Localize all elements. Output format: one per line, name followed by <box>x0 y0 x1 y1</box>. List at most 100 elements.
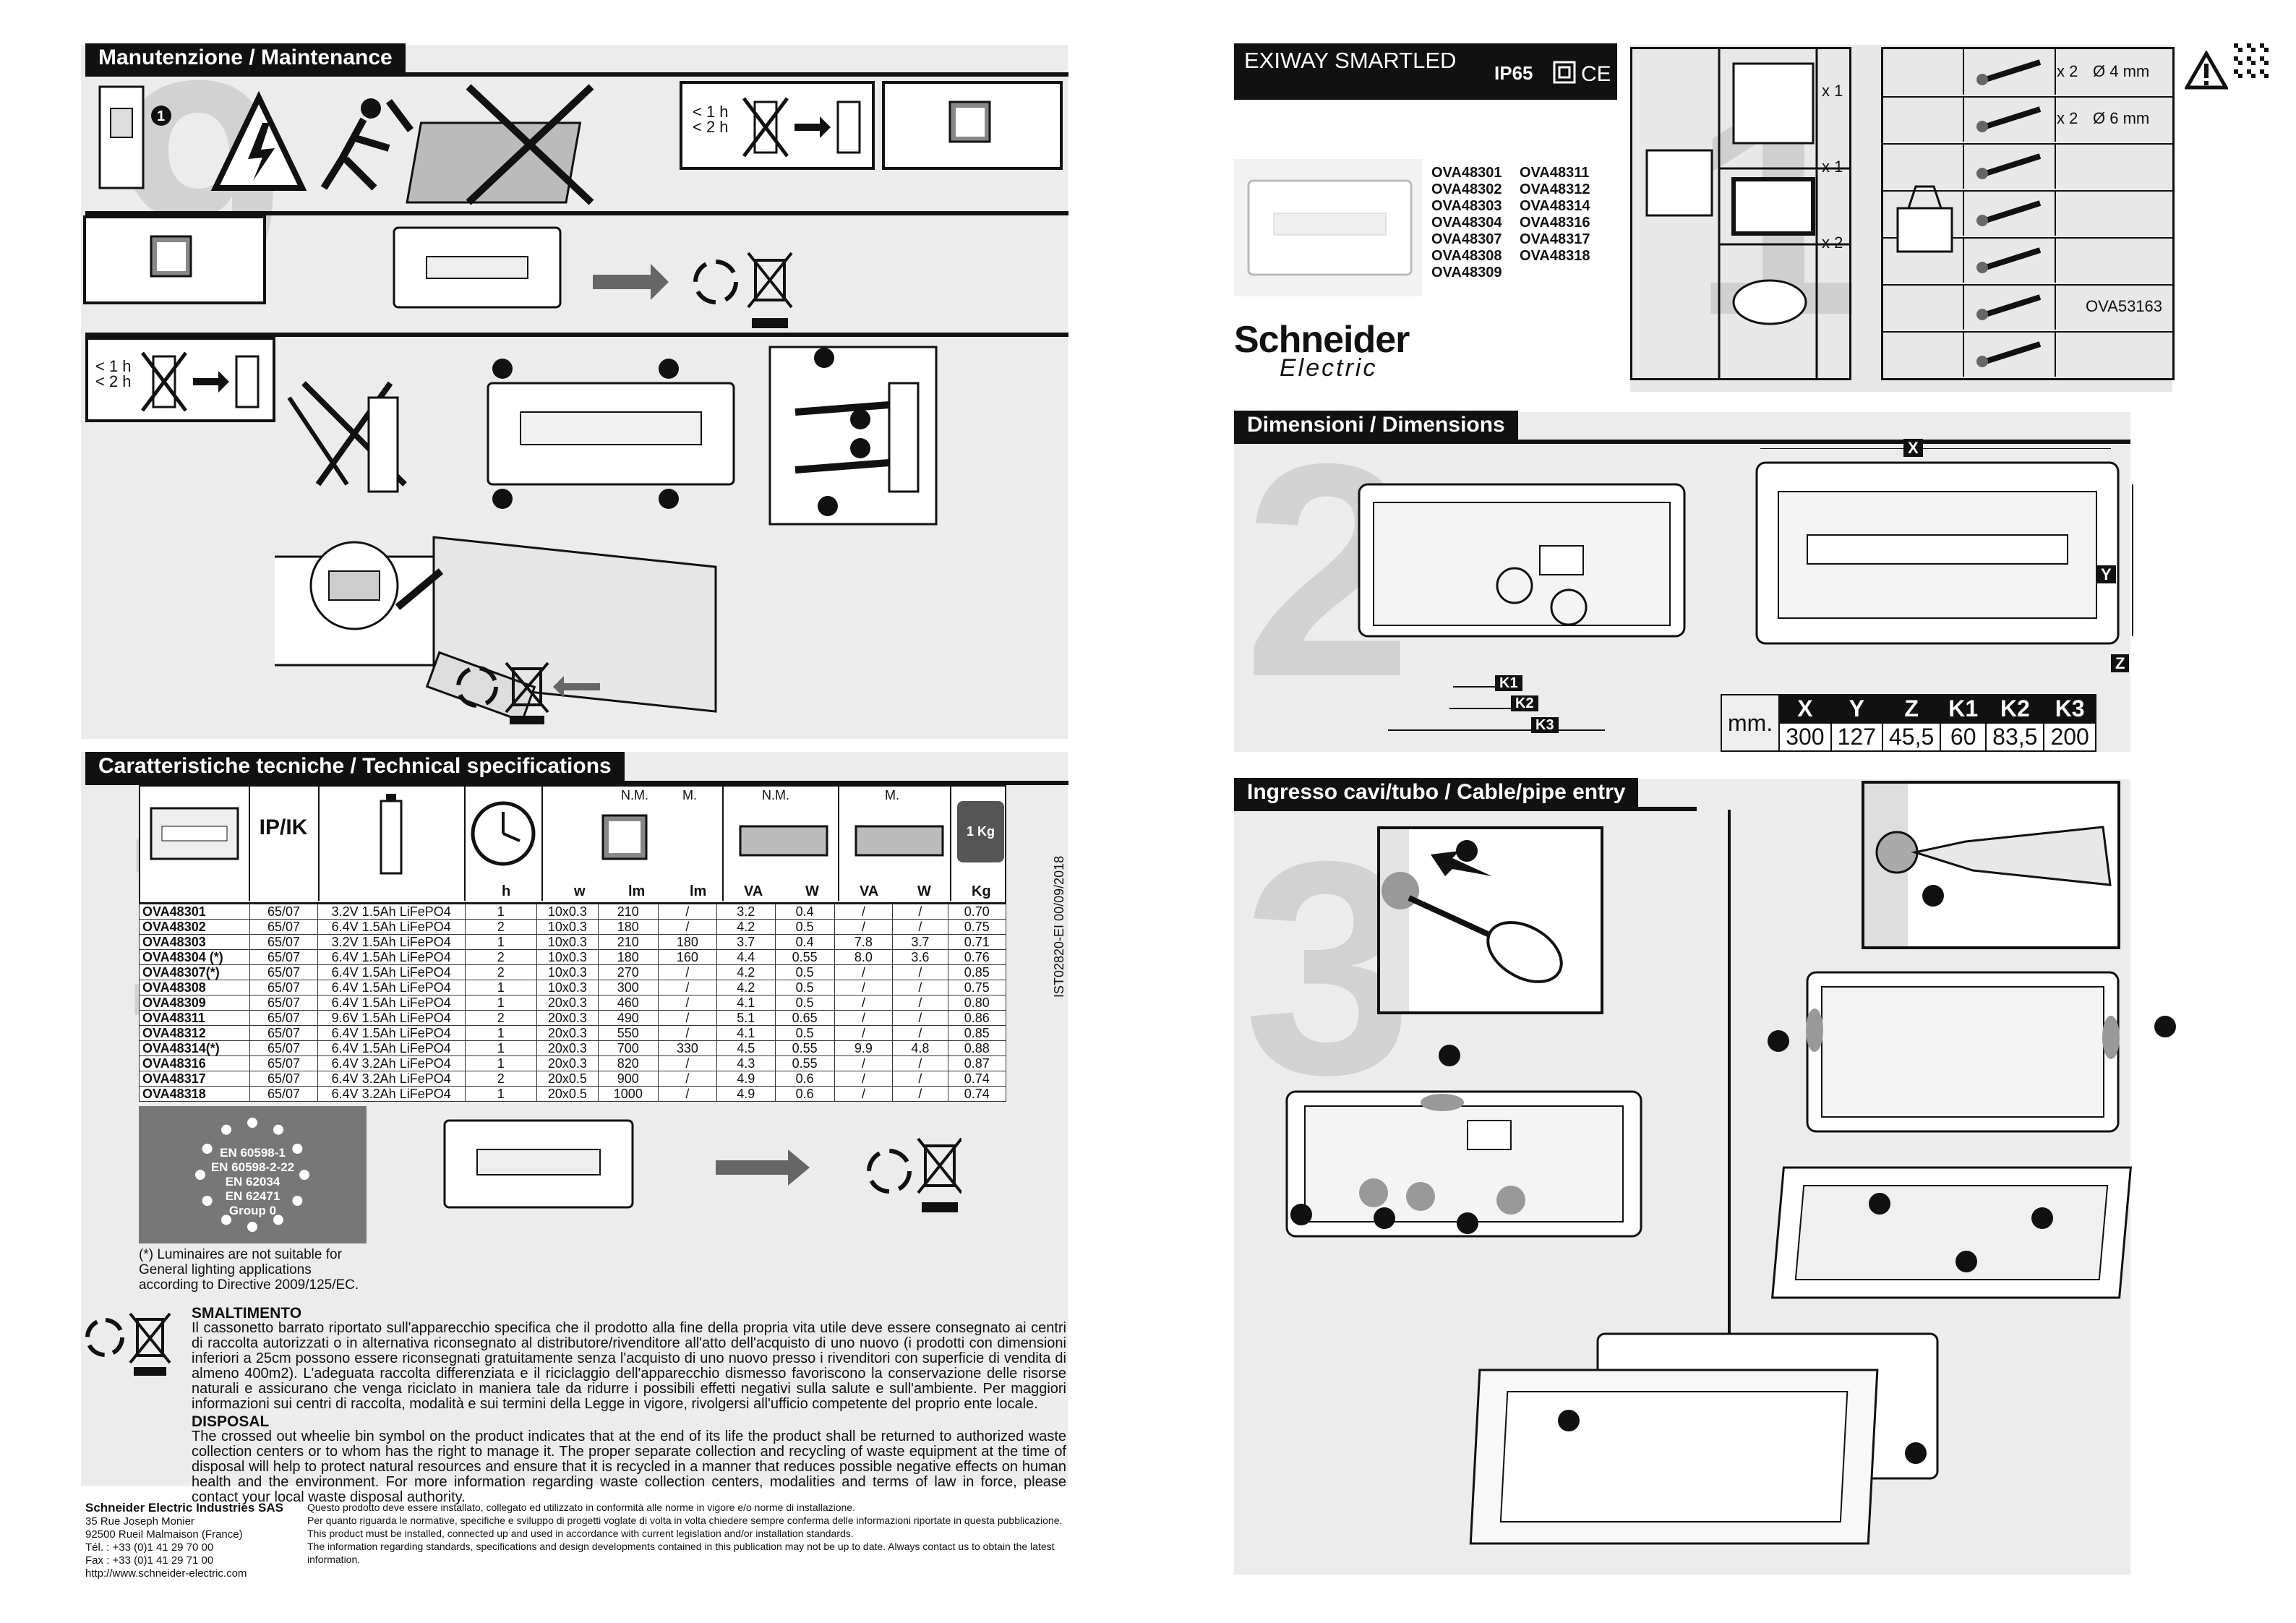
dim-head-k1: K1 <box>1940 694 1987 724</box>
spec-cell: 4.2 <box>716 919 776 935</box>
model-code-cell: OVA48309 <box>138 995 251 1011</box>
model-code-cell: OVA48301 <box>138 904 251 920</box>
footer-address-line[interactable]: http://www.schneider-electric.com <box>85 1567 247 1580</box>
spec-cell: / <box>892 919 948 935</box>
specs-rule <box>85 781 1068 785</box>
spec-cell: / <box>657 1071 718 1087</box>
spec-cell: 3.6 <box>892 949 948 965</box>
spec-cell: / <box>657 1055 718 1071</box>
product-code: OVA48304 <box>1431 215 1502 231</box>
spec-cell: 20x0.5 <box>536 1086 599 1102</box>
unit-h: h <box>502 883 511 899</box>
tool-icon <box>1963 143 2056 189</box>
battery-head-icon <box>318 787 466 901</box>
spec-cell: 2 <box>464 919 537 935</box>
brand-logo-name: Schneider <box>1234 319 1410 361</box>
spec-cell: 20x0.3 <box>536 1055 599 1071</box>
spec-cell: 0.75 <box>947 919 1007 935</box>
spec-cell: 820 <box>597 1055 659 1071</box>
spec-cell: 65/07 <box>249 995 318 1011</box>
spec-cell: 1 <box>464 1055 537 1071</box>
iprk-head: IP/IK <box>259 815 308 839</box>
spec-cell: 0.76 <box>947 949 1007 965</box>
test-button-box-2 <box>83 215 266 304</box>
spec-cell: / <box>657 1025 718 1041</box>
spec-cell: 8.0 <box>834 949 894 965</box>
spec-cell: 0.5 <box>774 964 835 980</box>
spec-cell: 2 <box>464 1071 537 1087</box>
model-code-cell: OVA48316 <box>138 1055 251 1071</box>
tool-icon <box>1963 237 2056 283</box>
spec-cell: 0.65 <box>774 1010 835 1026</box>
dim-x-marker: X <box>1903 439 1923 458</box>
spec-cell: 270 <box>597 964 659 980</box>
spec-cell: 9.9 <box>834 1040 894 1056</box>
dimensions-diagram <box>1358 448 2133 731</box>
dimensions-table: mm. X Y Z K1 K2 K3 300 127 45,5 60 83,5 … <box>1720 694 2096 752</box>
battery-time-box-2: < 1 h < 2 h <box>85 337 275 422</box>
entry-rule <box>1234 807 1697 811</box>
specs-table-wrapper: IP/IK N.M. M. N.M. M. 1 Kg h w lm lm VA … <box>138 785 1007 1102</box>
product-code: OVA48311 <box>1520 165 1590 181</box>
tool-row <box>1883 237 2172 286</box>
maintenance-rule-3 <box>85 333 1068 337</box>
spec-cell: 20x0.5 <box>536 1071 599 1087</box>
footer-legal: Questo prodotto deve essere installato, … <box>307 1501 1074 1566</box>
model-code-cell: OVA48304 (*) <box>138 949 251 965</box>
spec-cell: 65/07 <box>249 1040 318 1056</box>
led-head-icon: N.M. M. <box>545 787 724 901</box>
class2-ce-icon: CE <box>1553 61 1610 86</box>
spec-cell: 0.4 <box>774 904 835 920</box>
spec-cell: 0.5 <box>774 980 835 995</box>
disposal-it-text: Il cassonetto barrato riportato sull'app… <box>192 1320 1066 1412</box>
spec-cell: / <box>892 995 948 1011</box>
spec-cell: 0.6 <box>774 1071 835 1087</box>
product-code: OVA48318 <box>1520 248 1590 264</box>
spec-cell: 330 <box>657 1040 718 1056</box>
spec-cell: 0.5 <box>774 995 835 1011</box>
spec-cell: / <box>834 1025 894 1041</box>
recycle-bin-icons <box>456 661 600 724</box>
spec-cell: 6.4V 1.5Ah LiFePO4 <box>317 995 466 1011</box>
unit-w-nm: W <box>805 883 819 899</box>
spec-cell: 65/07 <box>249 1025 318 1041</box>
spec-cell: 10x0.3 <box>536 904 599 920</box>
breaker-icon: 1 <box>98 85 171 189</box>
spec-cell: / <box>892 964 948 980</box>
model-code-cell: OVA48311 <box>138 1010 251 1026</box>
footer-address-line: Tél. : +33 (0)1 41 29 70 00 <box>85 1541 214 1554</box>
spec-cell: 700 <box>597 1040 659 1056</box>
spec-cell: 6.4V 1.5Ah LiFePO4 <box>317 919 466 935</box>
front-view-diagram <box>1755 448 2133 645</box>
dim-k3-marker: K3 <box>1531 717 1559 734</box>
weight-head-icon: 1 Kg <box>957 801 1004 862</box>
spec-cell: 0.80 <box>947 995 1007 1011</box>
spec-cell: / <box>834 995 894 1011</box>
dim-head-y: Y <box>1830 694 1883 724</box>
warning-icon <box>2185 51 2228 90</box>
spec-cell: 10x0.3 <box>536 919 599 935</box>
spec-cell: / <box>892 980 948 995</box>
spec-cell: 65/07 <box>249 904 318 920</box>
spec-cell: 300 <box>597 980 659 995</box>
model-code-cell: OVA48303 <box>138 934 251 950</box>
spec-cell: 6.4V 3.2Ah LiFePO4 <box>317 1055 466 1071</box>
spec-cell: 550 <box>597 1025 659 1041</box>
spec-cell: 3.2V 1.5Ah LiFePO4 <box>317 904 466 920</box>
unit-kg: Kg <box>972 883 991 899</box>
luminaire-note: (*) Luminaires are not suitable for Gene… <box>139 1247 359 1293</box>
spec-cell: 180 <box>597 949 659 965</box>
spec-cell: / <box>892 1071 948 1087</box>
entry-back-diagram-2 <box>1768 971 2176 1133</box>
qr-code-icon <box>2234 43 2273 82</box>
